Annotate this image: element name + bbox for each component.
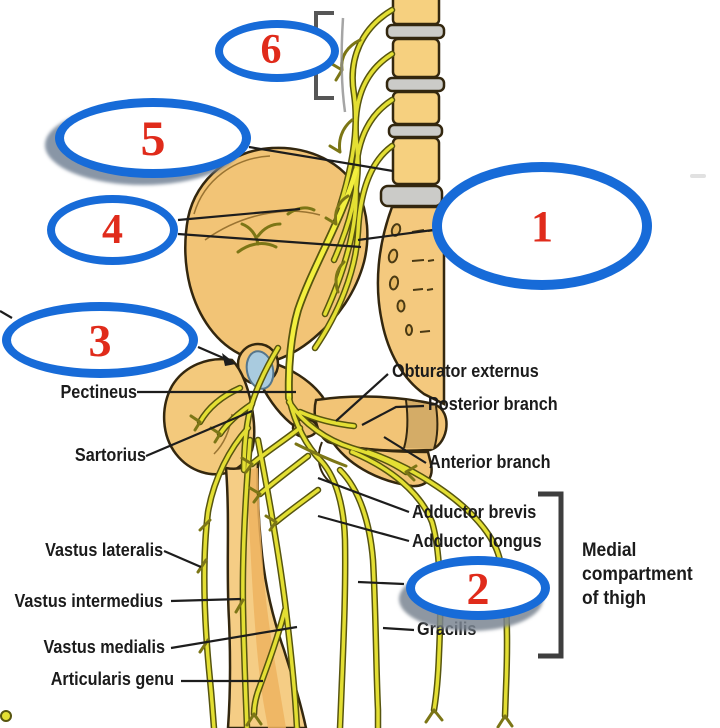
label-medial-compartment-line2: compartment [582, 564, 693, 585]
scan-artifact [690, 174, 706, 178]
callout-oval-5: 5 [55, 98, 251, 178]
label-posterior-branch: Posterior branch [428, 394, 558, 414]
label-medial-compartment: Medial compartment of thigh [582, 539, 693, 611]
callout-oval-2: 2 [406, 556, 550, 620]
label-obturator-externus: Obturator externus [392, 361, 539, 381]
callout-3-arrowhead [222, 353, 236, 366]
label-sartorius: Sartorius [74, 445, 146, 465]
label-vastus-intermedius: Vastus intermedius [14, 591, 163, 611]
callout-number-1: 1 [531, 201, 553, 251]
callout-number-5: 5 [140, 110, 166, 166]
label-medial-compartment-line3: of thigh [582, 588, 647, 609]
label-pectineus: Pectineus [60, 382, 137, 402]
nerve-illustration [0, 6, 514, 728]
medial-compartment-bracket [538, 491, 564, 659]
callout-number-4: 4 [102, 207, 123, 253]
label-adductor-longus: Adductor longus [412, 531, 542, 551]
sacral-foramina [387, 223, 437, 336]
femoral-head-cartilage [245, 350, 275, 390]
callout-number-2: 2 [466, 562, 490, 614]
callout-oval-4: 4 [47, 195, 178, 265]
label-adductor-brevis: Adductor brevis [412, 502, 537, 522]
label-vastus-medialis: Vastus medialis [43, 637, 165, 657]
callout-number-6: 6 [260, 27, 282, 73]
callout-number-3: 3 [88, 314, 112, 366]
label-anterior-branch: Anterior branch [429, 452, 551, 472]
label-medial-compartment-line1: Medial [582, 540, 637, 561]
callout-oval-3: 3 [2, 302, 198, 378]
label-gracilis: Gracilis [417, 619, 477, 639]
label-vastus-lateralis: Vastus lateralis [45, 540, 163, 560]
callout-oval-1: 1 [432, 162, 652, 290]
label-articularis-genu: Articularis genu [50, 669, 174, 689]
callout-oval-6: 6 [215, 20, 339, 82]
nerve-roots-bracket-inner-line [340, 17, 347, 113]
leader-lines [0, 145, 434, 683]
